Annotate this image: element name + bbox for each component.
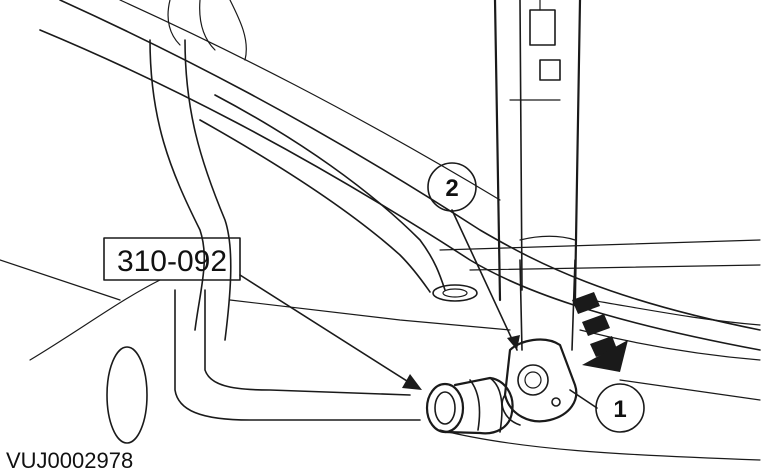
motion-dash-1 xyxy=(572,292,600,314)
leader-tool-label xyxy=(239,274,419,389)
leader-callout-2-arrowhead xyxy=(507,335,520,350)
motion-dash-2 xyxy=(582,314,610,336)
motion-dash-3 xyxy=(590,336,617,357)
leader-lines xyxy=(239,209,598,409)
tool-label: 310-092 xyxy=(103,237,241,281)
motion-arrowhead xyxy=(582,340,628,372)
leader-callout-2 xyxy=(451,209,518,351)
vertical-strut xyxy=(493,0,582,351)
alignment-tool xyxy=(425,376,514,435)
callout-2-circle xyxy=(427,162,477,212)
callout-1-circle xyxy=(595,383,645,433)
callout-1: 1 xyxy=(595,383,645,433)
tool-label-box xyxy=(103,237,241,281)
callout-2: 2 xyxy=(427,162,477,212)
motion-arrows xyxy=(572,292,628,372)
callout-2-number: 2 xyxy=(445,175,458,202)
callout-1-number: 1 xyxy=(613,396,626,423)
background-structure xyxy=(0,0,761,461)
figure-reference: VUJ0002978 xyxy=(6,448,133,473)
leader-callout-1 xyxy=(569,389,598,409)
bracket-plate xyxy=(501,338,578,426)
leader-tool-arrowhead xyxy=(402,374,422,390)
tool-label-text: 310-092 xyxy=(117,245,227,278)
